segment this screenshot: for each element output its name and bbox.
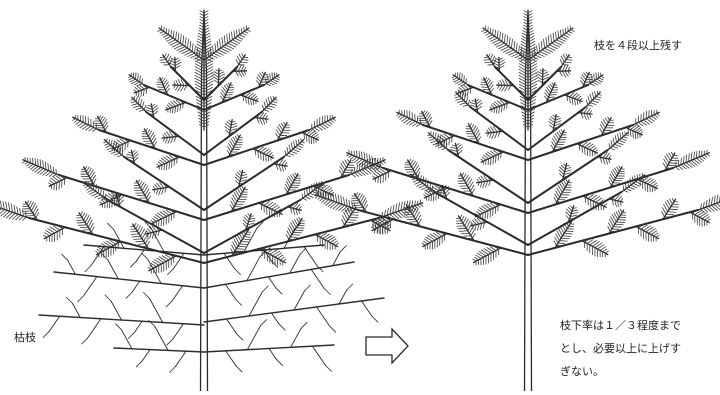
- foliage-frond: [673, 150, 709, 170]
- foliage-frond: [195, 10, 213, 130]
- foliage-frond: [213, 69, 225, 86]
- foliage-frond: [537, 69, 549, 86]
- foliage-frond: [44, 226, 66, 242]
- dead-branches-label: 枯枝: [14, 326, 36, 349]
- foliage-frond: [236, 54, 248, 67]
- foliage-frond: [560, 54, 572, 67]
- foliage-frond: [578, 108, 592, 120]
- keep-branches-label: 枝を４段以上残す: [594, 34, 682, 57]
- foliage-frond: [128, 73, 144, 86]
- foliage-frond: [104, 139, 125, 157]
- foliage-frond: [262, 96, 278, 112]
- foliage-frond: [422, 232, 447, 249]
- foliage-frond: [131, 96, 147, 112]
- foliage-frond: [273, 159, 287, 171]
- foliage-frond: [158, 26, 204, 61]
- foliage-frond: [315, 192, 358, 212]
- foliage-frond: [636, 225, 659, 242]
- foliage-frond: [519, 10, 537, 130]
- foliage-frond: [577, 142, 598, 156]
- foliage-frond: [23, 157, 59, 177]
- foliage-frond: [259, 201, 283, 217]
- pruning-note-line: 枝下率は１／３程度まで: [560, 314, 720, 337]
- foliage-frond: [157, 77, 170, 94]
- foliage-frond: [173, 79, 190, 91]
- foliage-frond: [233, 65, 247, 77]
- foliage-frond: [663, 152, 678, 170]
- foliage-frond: [452, 73, 468, 86]
- transition-arrow-icon: [366, 329, 408, 363]
- foliage-frond: [557, 65, 571, 77]
- foliage-frond: [347, 150, 383, 170]
- foliage-frond: [254, 113, 268, 125]
- foliage-frond: [582, 239, 609, 257]
- foliage-frond: [482, 26, 528, 61]
- foliage-frond: [690, 210, 710, 226]
- foliage-frond: [204, 26, 250, 61]
- foliage-frond: [339, 159, 354, 177]
- foliage-frond: [309, 115, 335, 131]
- foliage-frond: [0, 200, 29, 220]
- foliage-frond: [633, 110, 659, 126]
- foliage-frond: [253, 147, 274, 161]
- foliage-frond: [497, 79, 514, 91]
- foliage-frond: [608, 132, 629, 150]
- foliage-frond: [151, 210, 177, 226]
- foliage-frond: [528, 26, 574, 61]
- pruning-note: 枝下率は１／３程度まで とし、必要以上に上げす ぎない。: [560, 314, 720, 383]
- foliage-frond: [169, 57, 181, 71]
- pruning-note-line: とし、必要以上に上げす: [560, 337, 720, 360]
- foliage-frond: [481, 150, 504, 165]
- foliage-frond: [637, 177, 657, 192]
- foliage-frond: [481, 77, 494, 94]
- foliage-frond: [473, 246, 501, 265]
- foliage-frond: [157, 155, 180, 170]
- foliage-frond: [586, 91, 602, 107]
- foliage-frond: [96, 240, 121, 257]
- foliage-frond: [315, 233, 338, 250]
- foliage-frond: [493, 57, 505, 71]
- foliage-frond: [597, 152, 611, 164]
- foliage-frond: [698, 192, 720, 212]
- pruning-note-line: ぎない。: [560, 360, 720, 383]
- foliage-frond: [284, 139, 305, 157]
